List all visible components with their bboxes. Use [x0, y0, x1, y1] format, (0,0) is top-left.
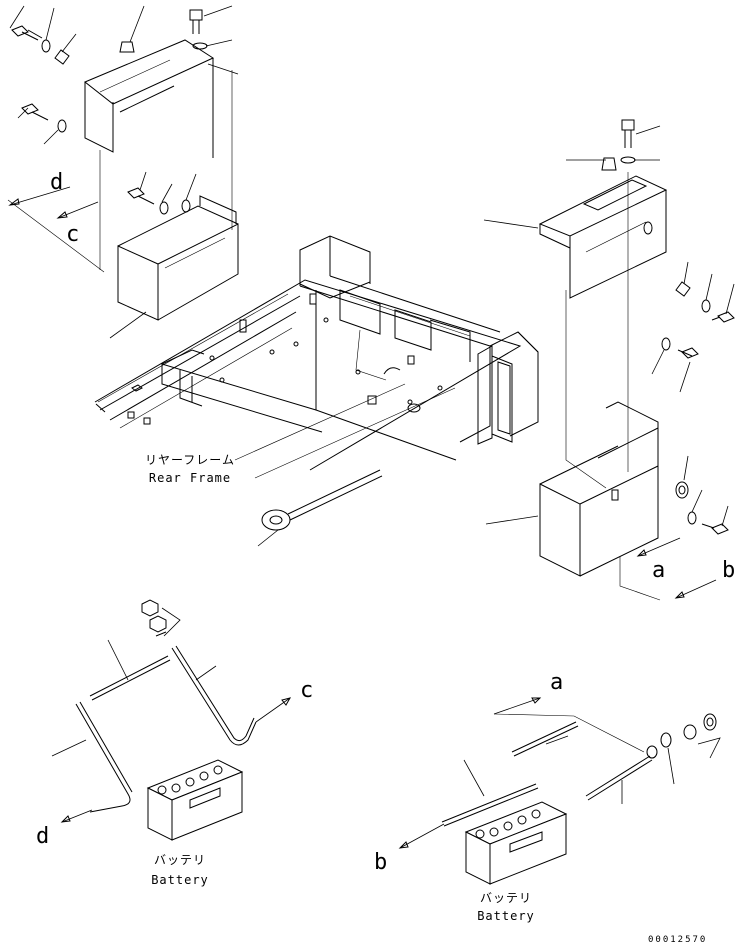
bolt-right-low [701, 505, 729, 535]
bolt-mid-group [127, 171, 197, 215]
arrow-b-cable [398, 823, 445, 849]
washer-right [701, 273, 713, 313]
bolt-cover-top [189, 5, 233, 34]
clip-right [675, 261, 691, 297]
cable-right-3 [441, 759, 539, 827]
cable-left-2 [171, 645, 257, 746]
connection-letter-b-cable: b [374, 850, 388, 875]
bolt-right-mid [677, 347, 699, 393]
cable-left-1 [89, 639, 171, 701]
drawing-number: 00012570 [648, 935, 708, 945]
rear-frame [94, 235, 539, 479]
clip-left-top [54, 33, 77, 65]
arrow-c-top [7, 199, 105, 273]
connection-letter-d-cable: d [36, 824, 50, 849]
bolt-right-top [621, 119, 661, 148]
left-battery-cover-assembly [7, 5, 239, 339]
connection-letter-a-right: a [652, 558, 666, 583]
arrow-a-right [636, 537, 681, 557]
connection-letter-c-top: c [66, 222, 80, 247]
washer-right-low [687, 489, 703, 525]
bolt-right [711, 283, 735, 323]
terminal-caps [141, 599, 181, 637]
arrow-d-cable [60, 809, 93, 823]
washer-right-mid [651, 337, 671, 375]
connection-letter-c-cable: c [300, 678, 314, 703]
arrow-a-cable [493, 697, 542, 715]
grommet-right-top [566, 157, 617, 171]
battery-left-label-en: Battery [151, 873, 209, 887]
connection-letter-b-right: b [722, 558, 736, 583]
cable-left-3 [51, 701, 133, 813]
grommet-right-low [675, 455, 689, 499]
battery-right [464, 801, 568, 885]
connection-letter-d-top: d [50, 170, 64, 195]
upper-cover-right [483, 172, 668, 489]
cable-right-1 [493, 713, 645, 757]
battery-right-label-en: Battery [477, 909, 535, 923]
rear-frame-label-jp: リヤーフレーム [145, 453, 235, 467]
arrow-c-cable [255, 697, 292, 723]
right-battery-group [398, 697, 721, 885]
lever-rod [257, 469, 383, 547]
connection-letter-a-cable: a [550, 670, 564, 695]
battery-left-label-jp: バッテリ [153, 853, 206, 867]
bolt-left-mid [17, 103, 67, 145]
washer-cover-top [192, 39, 233, 50]
cable-right-2 [585, 745, 658, 804]
right-battery-cover-assembly [483, 119, 735, 601]
nuts-right [660, 713, 721, 785]
bolt-left-top [9, 5, 43, 41]
battery-left [146, 759, 244, 841]
washer-right-top [620, 156, 660, 164]
washer-left-top [41, 7, 55, 53]
left-battery-group [51, 599, 292, 841]
lower-bracket-right [485, 401, 659, 577]
lower-bracket-left [99, 150, 239, 339]
battery-right-label-jp: バッテリ [479, 891, 532, 905]
arrow-b-right [619, 556, 717, 601]
grommet-cover-top [119, 5, 145, 53]
upper-cover-left [84, 39, 239, 230]
rear-frame-label-en: Rear Frame [148, 471, 232, 485]
